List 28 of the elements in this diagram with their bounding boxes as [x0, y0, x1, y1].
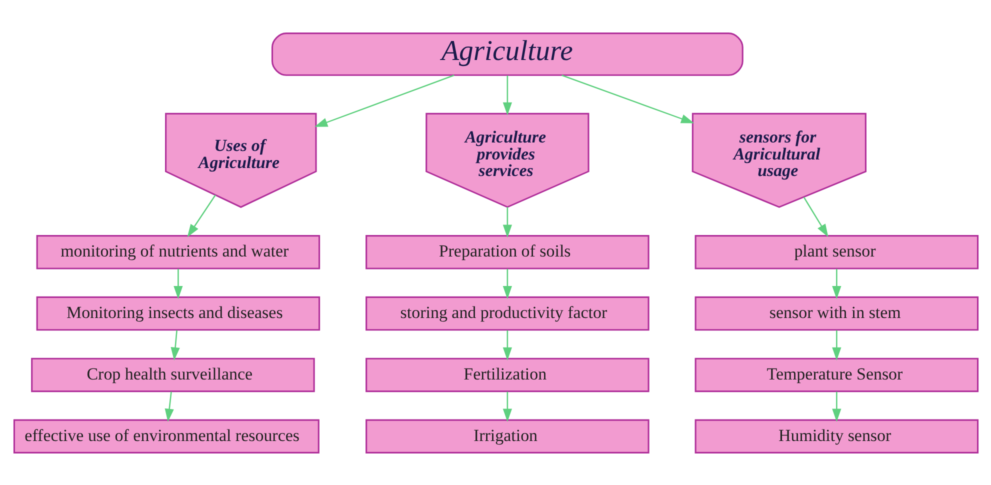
arrow	[502, 268, 512, 299]
node-box: effective use of environmental resources	[12, 418, 319, 453]
arrow	[561, 74, 694, 123]
node-box: sensor with in stem	[694, 296, 978, 330]
node-box: Humidity sensor	[694, 418, 978, 453]
node-box: monitoring of nutrients and water	[36, 234, 320, 269]
node-box: Crop health surveillance	[30, 357, 314, 392]
node-box: plant sensor	[694, 234, 978, 269]
arrow	[502, 391, 512, 422]
arrow	[832, 268, 841, 299]
arrow	[170, 330, 180, 360]
arrow	[832, 391, 841, 422]
node-box: Fertilization	[365, 357, 649, 392]
arrow	[802, 196, 828, 237]
node-box: Preparation of soils	[365, 234, 649, 269]
node-box: Monitoring insects and diseases	[36, 296, 320, 330]
node-box: Agriculture	[270, 32, 743, 76]
arrow	[832, 330, 841, 360]
arrow	[164, 391, 174, 422]
arrow	[173, 268, 182, 299]
node-box: Temperature Sensor	[694, 357, 978, 392]
node-box: storing and productivity factor	[365, 296, 649, 330]
node-box: Irrigation	[365, 418, 649, 453]
arrow	[502, 330, 512, 360]
arrow	[502, 74, 512, 115]
arrow	[502, 206, 512, 238]
arrow	[314, 74, 454, 126]
arrow	[186, 194, 216, 237]
